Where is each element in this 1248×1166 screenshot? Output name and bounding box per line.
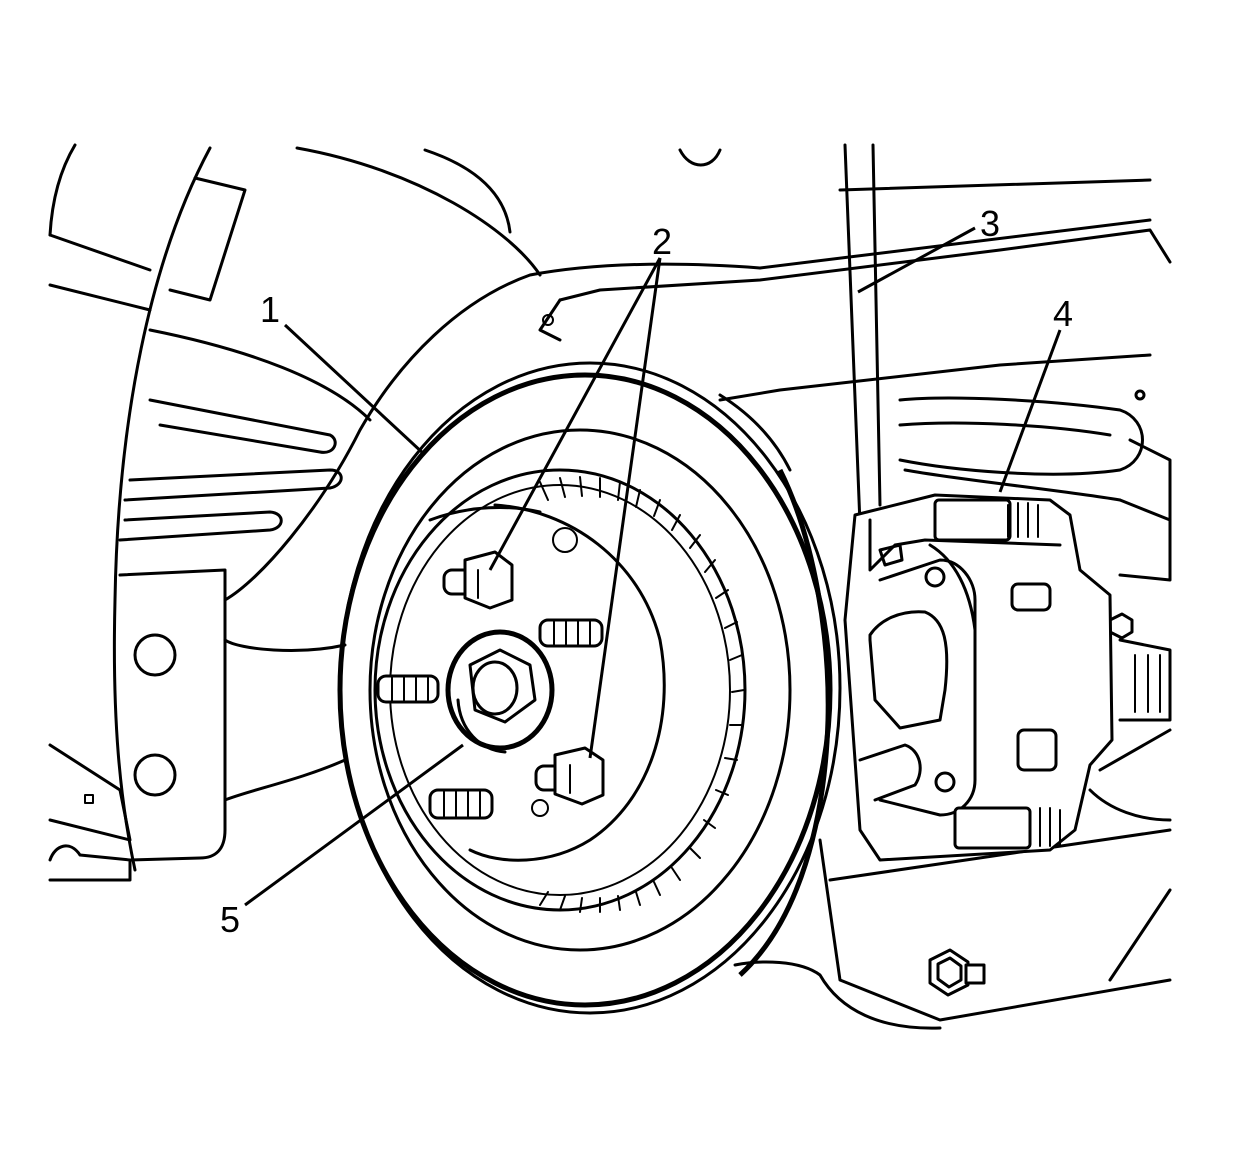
leader-2b — [588, 257, 662, 759]
wheel-stud — [376, 674, 440, 704]
callout-leaders — [244, 226, 1062, 907]
rotor-vanes — [539, 476, 745, 913]
wheel-stud — [538, 618, 604, 648]
lug-nut — [442, 550, 514, 610]
leader-5 — [244, 743, 464, 907]
wheel-well-background — [48, 143, 1172, 1030]
wheel-stud — [428, 788, 494, 820]
hub-nut — [445, 629, 555, 754]
callout-1-label: 1 — [260, 289, 280, 330]
frame-bolt-icon — [928, 948, 986, 997]
wheel-studs — [376, 550, 605, 820]
callout-4-label: 4 — [1053, 293, 1073, 334]
callout-5-label: 5 — [220, 899, 240, 940]
lug-nut — [534, 746, 605, 806]
callout-3-label: 3 — [980, 203, 1000, 244]
leader-2a — [488, 257, 662, 571]
brake-rotor — [337, 361, 842, 1015]
leader-3 — [857, 226, 976, 294]
leader-1 — [283, 323, 427, 457]
brake-caliper — [843, 493, 1114, 862]
callout-2-label: 2 — [652, 221, 672, 262]
callout-labels: 1 2 3 4 5 — [220, 203, 1073, 940]
leader-4 — [998, 329, 1062, 493]
